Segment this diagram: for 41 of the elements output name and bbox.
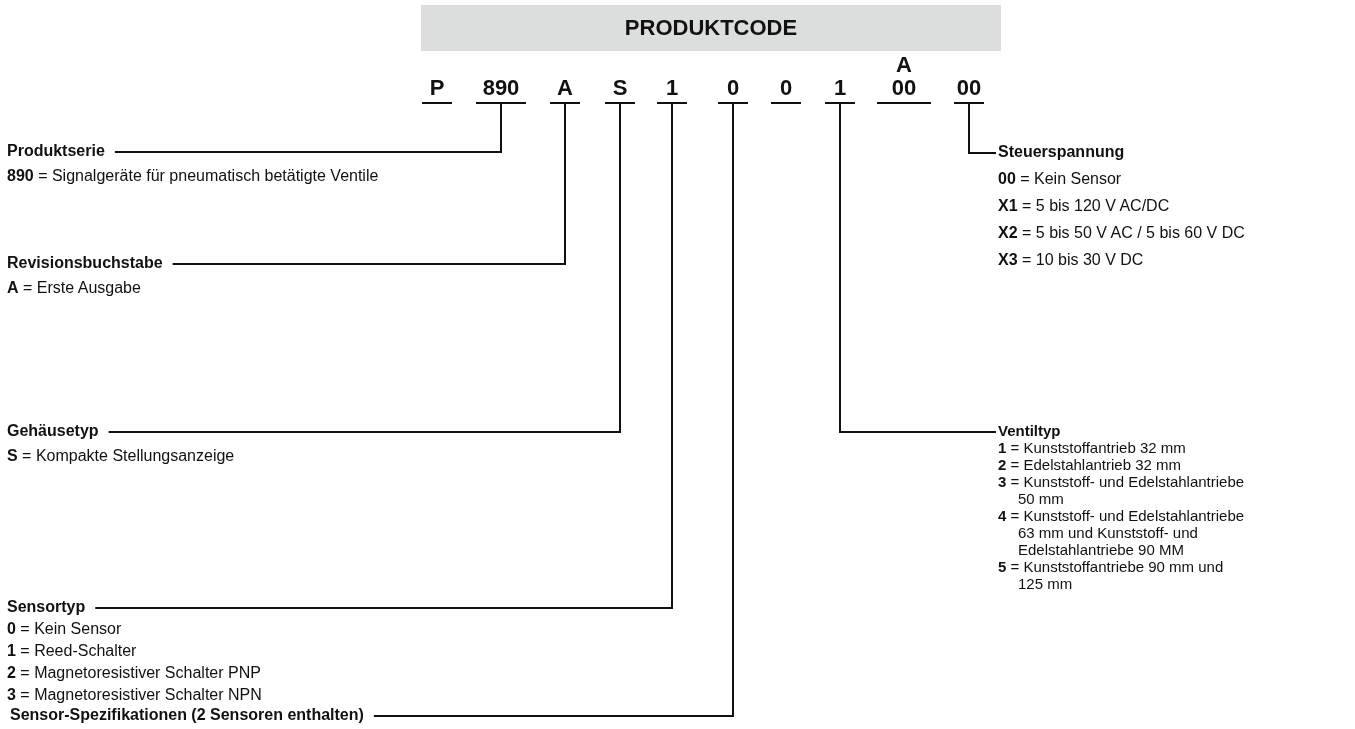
option-text: 3 = Kunststoff- und Edelstahlantriebe 50 mm [998, 473, 1246, 507]
field-heading: Revisionsbuchstabe [7, 253, 163, 273]
option-text: X1 = 5 bis 120 V AC/DC [998, 196, 1171, 216]
header-band: PRODUKTCODE [421, 5, 1001, 51]
option-text: X2 = 5 bis 50 V AC / 5 bis 60 V DC [998, 223, 1245, 243]
option-text: 1 = Reed-Schalter [7, 641, 138, 661]
option-text: 5 = Kunststoffantriebe 90 mm und 125 mm [998, 558, 1225, 592]
field-heading: Sensor-Spezifikationen (2 Sensoren enthalten) [10, 705, 364, 725]
option-text: A = Erste Ausgabe [7, 278, 142, 298]
field-heading: Ventiltyp [998, 422, 1061, 439]
field-heading: Produktserie [7, 141, 105, 161]
leader-line [968, 103, 997, 154]
code-segment: 0 [718, 60, 748, 104]
leader-line [107, 103, 621, 433]
leader-line [113, 103, 502, 153]
leader-line [171, 103, 566, 265]
option-text: 00 = Kein Sensor [998, 169, 1123, 189]
option-text: 2 = Magnetoresistiver Schalter PNP [7, 663, 262, 683]
field-heading: Gehäusetyp [7, 421, 99, 441]
option-text: 4 = Kunststoff- und Edelstahlantriebe 63 mm und Kunststoff- und Edelstahlantriebe 90 MM [998, 507, 1246, 558]
option-text: 890 = Signalgeräte für pneumatisch betätigte Ventile [7, 166, 379, 186]
code-segment: 00 [954, 60, 984, 104]
code-segment: P [422, 60, 452, 104]
option-text: 3 = Magnetoresistiver Schalter NPN [7, 685, 262, 705]
leader-line [94, 103, 673, 609]
field-heading: Sensortyp [7, 597, 86, 617]
option-text: S = Kompakte Stellungsanzeige [7, 446, 235, 466]
code-segment: 890 [476, 60, 526, 104]
option-text: X3 = 10 bis 30 V DC [998, 250, 1145, 270]
code-segment: S [605, 60, 635, 104]
code-segment: 1 [825, 60, 855, 104]
code-segment: A [550, 60, 580, 104]
code-segment: 1 [657, 60, 687, 104]
leader-line [372, 103, 734, 717]
option-text: 1 = Kunststoffantrieb 32 mm [998, 439, 1187, 456]
field-heading: Steuerspannung [998, 142, 1125, 162]
leader-line [839, 103, 997, 433]
option-text: 0 = Kein Sensor [7, 619, 123, 639]
code-segment: 0 [771, 60, 801, 104]
code-segment: A 00 [877, 44, 931, 104]
option-text: 2 = Edelstahlantrieb 32 mm [998, 456, 1183, 473]
